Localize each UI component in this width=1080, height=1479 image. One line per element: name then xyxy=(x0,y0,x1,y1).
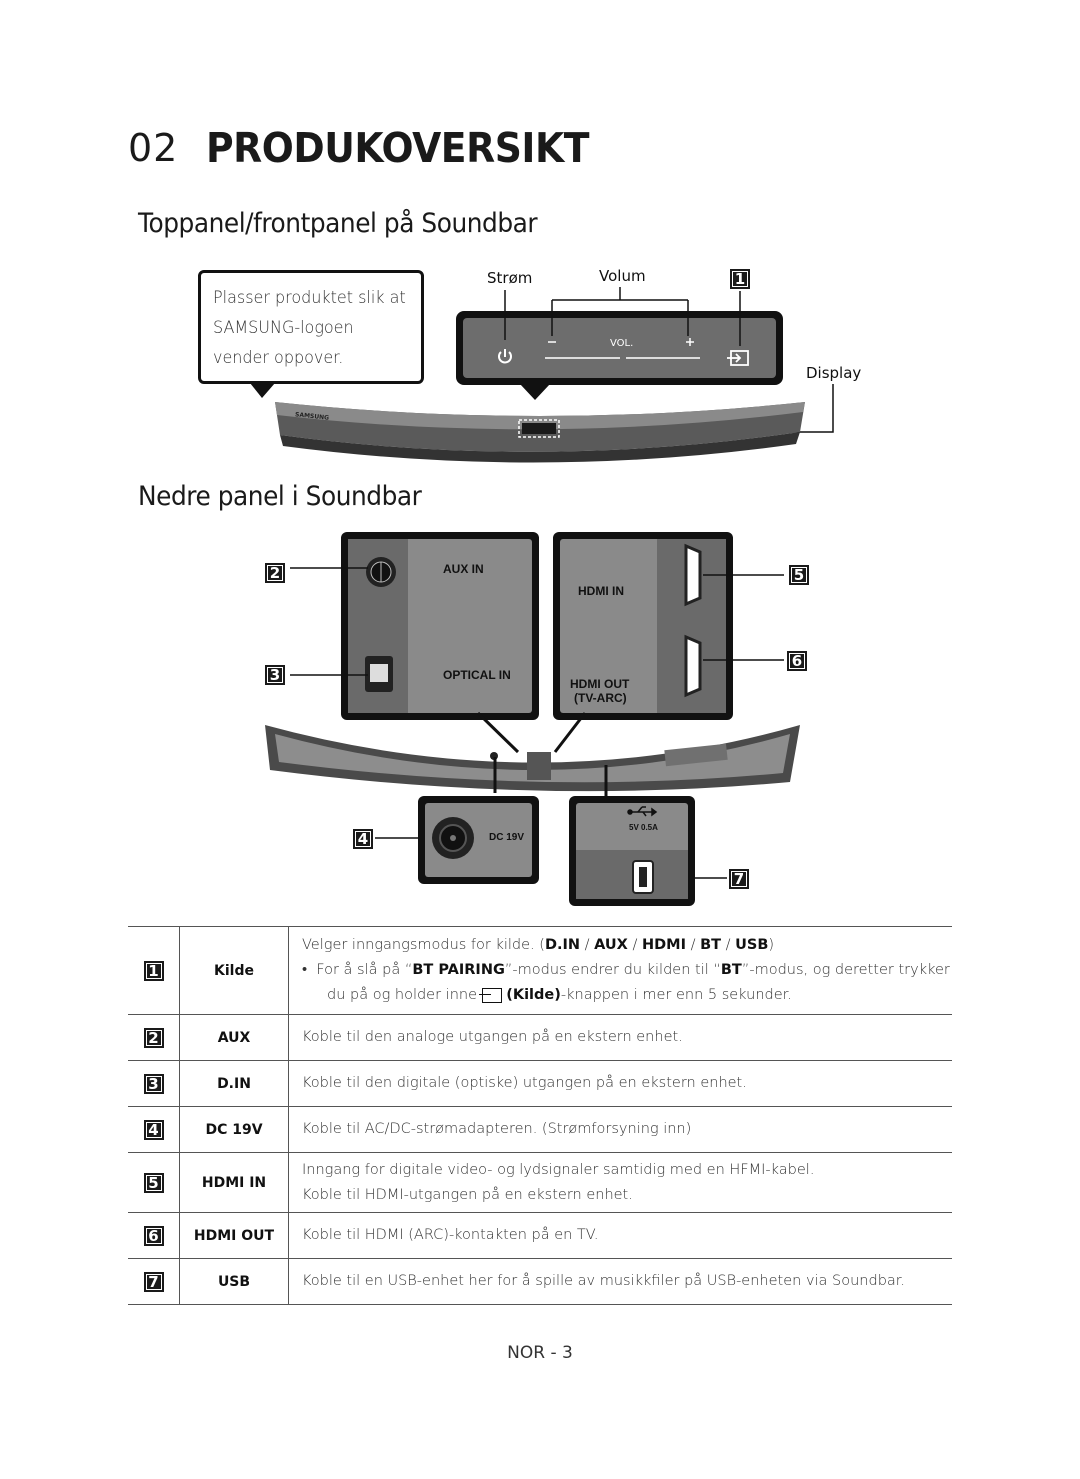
callout-badge-4: 4 xyxy=(353,829,373,849)
callout-line: vender oppover. xyxy=(213,348,344,368)
row-badge: 2 xyxy=(143,1027,164,1048)
table-row: 6 HDMI OUT Koble til HDMI (ARC)-kontakte… xyxy=(128,1212,952,1259)
row-name: HDMI OUT xyxy=(179,1212,289,1259)
vol-panel-label: VOL. xyxy=(610,338,634,349)
power-icon xyxy=(498,349,512,364)
soundbar-illustration xyxy=(250,287,834,906)
aux-in-label: AUX IN xyxy=(443,562,484,576)
hdmi-in-label: HDMI IN xyxy=(578,584,624,598)
row-description: Koble til den digitale (optiske) utgange… xyxy=(288,1060,952,1107)
bottom-panel-heading: Nedre panel i Soundbar xyxy=(138,481,422,512)
row-badge: 3 xyxy=(143,1073,164,1094)
row-name: HDMI IN xyxy=(179,1152,289,1213)
callout-line: SAMSUNG-logoen xyxy=(213,318,354,338)
table-row: 5 HDMI IN Inngang for digitale video- og… xyxy=(128,1152,952,1213)
chapter-number: 02 xyxy=(128,126,179,170)
optical-in-label: OPTICAL IN xyxy=(443,668,511,682)
row-badge: 7 xyxy=(143,1271,164,1292)
soundbar-bottom-view xyxy=(265,725,800,792)
row-description: Velger inngangsmodus for kilde. (D.IN / … xyxy=(288,926,952,1015)
soundbar-top-view xyxy=(275,402,805,463)
row-name: D.IN xyxy=(179,1060,289,1107)
source-icon xyxy=(727,350,749,366)
aux-optical-panel xyxy=(341,532,539,720)
table-row: 1 Kilde Velger inngangsmodus for kilde. … xyxy=(128,926,952,1015)
row-description: Koble til AC/DC-strømadapteren. (Strømfo… xyxy=(288,1106,952,1153)
callout-line: Plasser produktet slik at xyxy=(213,288,406,308)
row-name: USB xyxy=(179,1258,289,1305)
row-description: Koble til en USB-enhet her for å spille … xyxy=(288,1258,952,1305)
orientation-callout-text: Plasser produktet slik at SAMSUNG-logoen… xyxy=(213,283,410,373)
row-description: Inngang for digitale video- og lydsignal… xyxy=(288,1152,952,1213)
hdmi-out-label: HDMI OUT xyxy=(570,677,630,691)
hdmi-in-desc-line2: Koble til HDMI-utgangen på en ekstern en… xyxy=(302,1186,633,1203)
dc-19v-label: DC 19V xyxy=(489,832,525,843)
kilde-bullet-line2: du på og holder inne (Kilde)-knappen i m… xyxy=(327,987,792,1003)
table-row: 7 USB Koble til en USB-enhet her for å s… xyxy=(128,1258,952,1305)
table-row: 2 AUX Koble til den analoge utgangen på … xyxy=(128,1014,952,1061)
callout-badge-6: 6 xyxy=(787,651,807,671)
port-description-table: 1 Kilde Velger inngangsmodus for kilde. … xyxy=(128,926,952,1305)
usb-icon xyxy=(627,806,658,817)
usb-power-label: 5V 0.5A xyxy=(629,823,658,832)
row-badge: 6 xyxy=(143,1225,164,1246)
row-description: Koble til den analoge utgangen på en eks… xyxy=(288,1014,952,1061)
orientation-callout xyxy=(198,270,424,384)
page-title: PRODUKOVERSIKT xyxy=(206,124,590,172)
display-label: Display xyxy=(806,364,862,382)
callout-badge-1: 1 xyxy=(730,269,750,289)
callout-badge-2: 2 xyxy=(265,563,285,583)
callout-badge-5: 5 xyxy=(789,565,809,585)
volume-label: Volum xyxy=(599,267,646,285)
page-footer: NOR - 3 xyxy=(507,1343,573,1363)
table-row: 3 D.IN Koble til den digitale (optiske) … xyxy=(128,1060,952,1107)
hdmi-in-desc-line1: Inngang for digitale video- og lydsignal… xyxy=(302,1161,815,1178)
top-panel-pointer xyxy=(520,384,550,400)
row-badge: 5 xyxy=(143,1172,164,1193)
row-badge: 4 xyxy=(143,1119,164,1140)
callout-pointer xyxy=(250,383,275,398)
tv-arc-label: (TV-ARC) xyxy=(574,691,627,705)
plus-icon xyxy=(686,338,694,346)
row-name: DC 19V xyxy=(179,1106,289,1153)
top-panel-surface xyxy=(463,318,776,378)
power-label: Strøm xyxy=(487,269,533,287)
row-name: AUX xyxy=(179,1014,289,1061)
top-panel-heading: Toppanel/frontpanel på Soundbar xyxy=(138,208,538,239)
kilde-line1: Velger inngangsmodus for kilde. (D.IN / … xyxy=(302,937,775,953)
usb-panel xyxy=(569,796,695,906)
row-description: Koble til HDMI (ARC)-kontakten på en TV. xyxy=(288,1212,952,1259)
row-badge: 1 xyxy=(143,960,164,981)
callout-badge-7: 7 xyxy=(729,869,749,889)
row-name: Kilde xyxy=(179,926,289,1015)
kilde-bullet: • For å slå på “BT PAIRING”-modus endrer… xyxy=(302,962,950,978)
dc-panel xyxy=(418,796,539,884)
hdmi-panel xyxy=(553,532,733,720)
source-icon xyxy=(478,987,502,1003)
table-row: 4 DC 19V Koble til AC/DC-strømadapteren.… xyxy=(128,1106,952,1153)
callout-badge-3: 3 xyxy=(265,665,285,685)
